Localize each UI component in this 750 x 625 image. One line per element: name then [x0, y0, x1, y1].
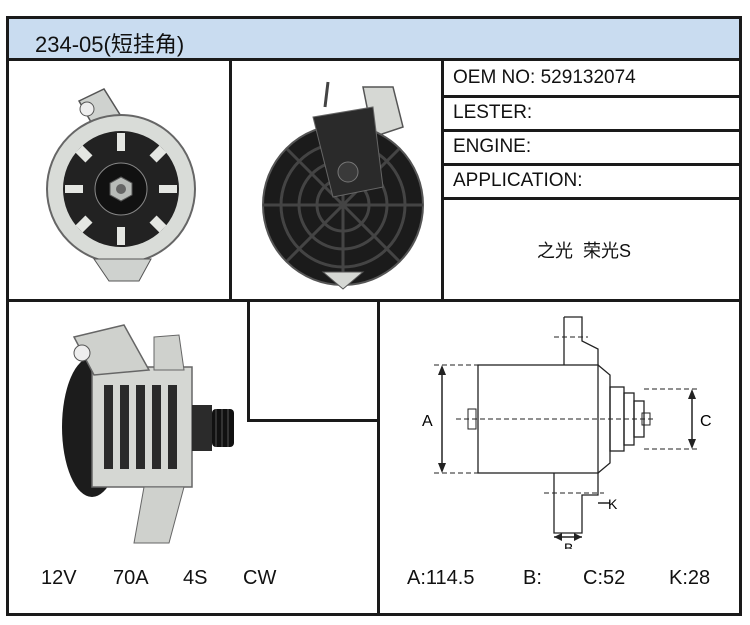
grid-line [444, 163, 739, 166]
application-value: 之光 荣光S [537, 241, 632, 261]
grid-line [247, 419, 379, 422]
rotation-value: CW [243, 567, 277, 589]
dimension-k-value: K:28 [669, 567, 711, 589]
engine-label: ENGINE: [453, 136, 532, 157]
diagram-label-c: C [700, 413, 712, 430]
diagram-label-b: B [564, 540, 573, 549]
grid-line [377, 302, 380, 613]
alternator-side-photo [62, 324, 234, 544]
alternator-rear-photo [262, 81, 424, 290]
dimension-c-value: C:52 [583, 567, 626, 589]
application-label: APPLICATION: [453, 170, 583, 191]
grid-line [9, 299, 739, 302]
dimension-b-value: B: [523, 567, 542, 589]
alternator-front-photo [46, 88, 196, 282]
grid-line [229, 61, 232, 301]
diagram-label-k: K [608, 496, 618, 512]
grid-line [444, 129, 739, 132]
dimension-a-value: A:114.5 [407, 567, 475, 589]
grid-line [247, 302, 250, 421]
lester-label: LESTER: [453, 102, 533, 123]
amperage-value: 70A [113, 567, 149, 589]
title-bar: 234-05(短挂角) [9, 19, 739, 61]
dimension-diagram: A C B K [422, 316, 712, 549]
oem-number: OEM NO: 529132074 [453, 67, 636, 88]
diagram-label-a: A [422, 413, 433, 430]
voltage-value: 12V [41, 567, 77, 589]
grid-line [444, 95, 739, 98]
grid-line [444, 197, 739, 200]
product-card: 234-05(短挂角) OEM NO: 529132074 LESTER: EN… [6, 16, 742, 616]
grid-line [441, 61, 444, 301]
pulley-value: 4S [183, 567, 208, 589]
product-title: 234-05(短挂角) [35, 32, 185, 57]
